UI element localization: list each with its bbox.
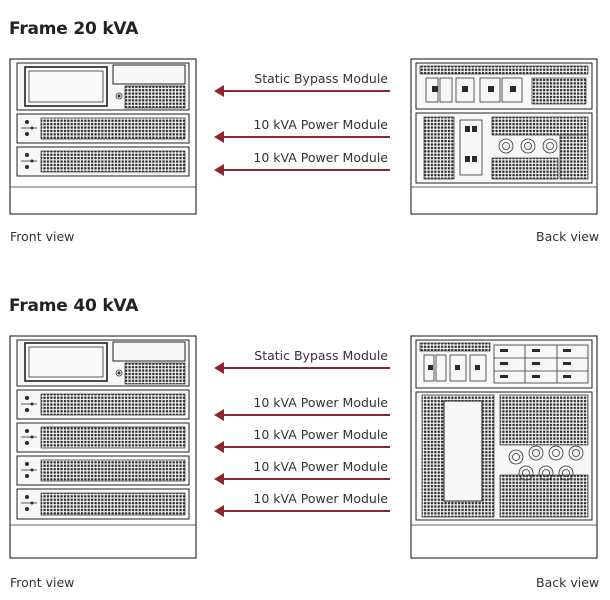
arrow-indicator bbox=[214, 473, 390, 485]
module-label: 10 kVA Power Module bbox=[253, 117, 388, 132]
module-label: 10 kVA Power Module bbox=[253, 150, 388, 165]
arrow-indicator bbox=[214, 164, 390, 176]
front-rack-20 bbox=[9, 58, 197, 215]
arrow-indicator bbox=[214, 362, 390, 374]
arrow-indicator bbox=[214, 131, 390, 143]
module-label: 10 kVA Power Module bbox=[253, 491, 388, 506]
arrow-indicator bbox=[214, 441, 390, 453]
frame-20-title: Frame 20 kVA bbox=[9, 19, 139, 39]
module-label: Static Bypass Module bbox=[254, 71, 388, 86]
back-rack-20 bbox=[410, 58, 598, 215]
back-rack-40 bbox=[410, 335, 598, 559]
module-label: Static Bypass Module bbox=[254, 348, 388, 363]
arrow-indicator bbox=[214, 409, 390, 421]
back-view-caption: Back view bbox=[536, 229, 600, 244]
back-view-caption: Back view bbox=[536, 575, 600, 590]
front-view-caption: Front view bbox=[10, 575, 75, 590]
module-label: 10 kVA Power Module bbox=[253, 427, 388, 442]
module-label: 10 kVA Power Module bbox=[253, 459, 388, 474]
front-view-caption: Front view bbox=[10, 229, 75, 244]
arrow-indicator bbox=[214, 505, 390, 517]
frame-40-title: Frame 40 kVA bbox=[9, 296, 139, 316]
module-label: 10 kVA Power Module bbox=[253, 395, 388, 410]
front-rack-40 bbox=[9, 335, 197, 559]
arrow-indicator bbox=[214, 85, 390, 97]
